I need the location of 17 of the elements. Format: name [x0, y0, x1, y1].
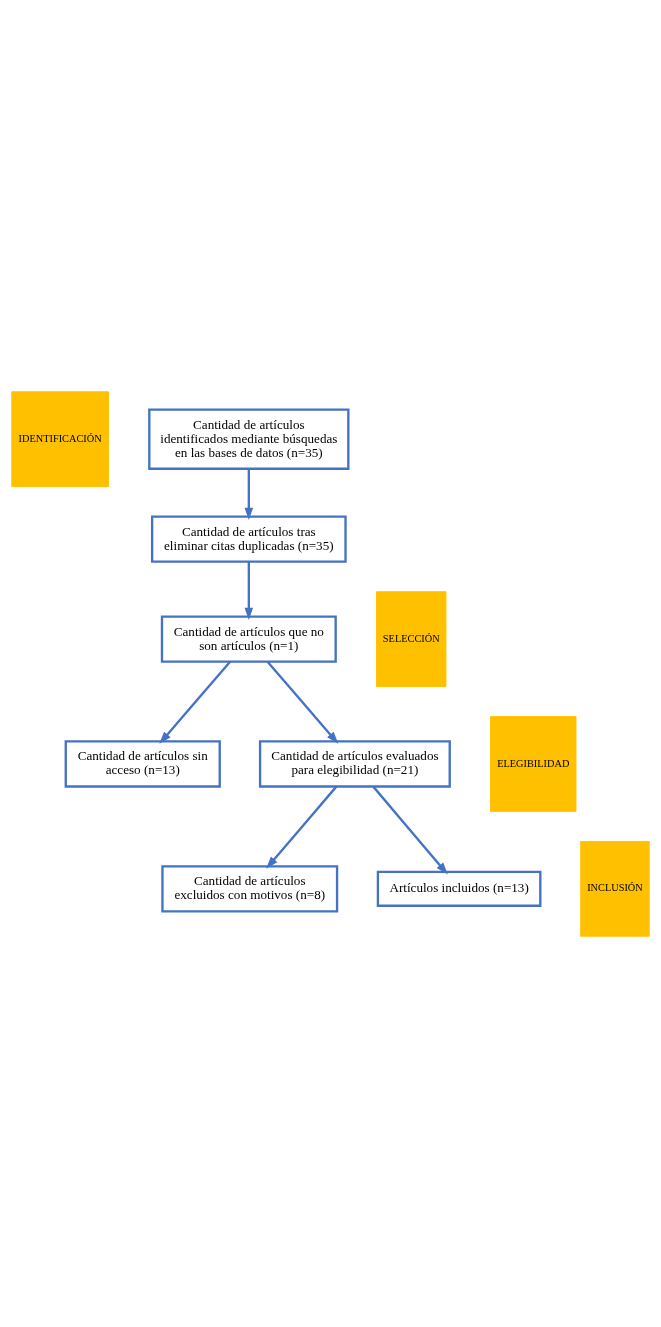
node-box: INCLUSIÓN — [580, 840, 650, 937]
node-box: IDENTIFICACIÓN — [11, 390, 109, 487]
arrow — [372, 785, 448, 875]
node-box: ELEGIBILIDAD — [490, 715, 577, 812]
node-box: SELECCIÓN — [376, 590, 447, 687]
node-box: Artículos incluidos (n=13) — [376, 870, 542, 907]
arrow — [244, 468, 254, 520]
arrow — [244, 561, 254, 620]
node-box: Cantidad de artículos tras eliminar citas duplicadas (n=35) — [150, 514, 347, 563]
node-box: Cantidad de artículos identificados mediante búsquedas en las bases de datos (n=35) — [148, 407, 350, 470]
node-box: Cantidad de artículos evaluados para elegibilidad (n=21) — [258, 739, 451, 788]
arrow — [266, 660, 339, 744]
node-box: Cantidad de artículos que no son artículos (n=1) — [160, 614, 337, 663]
node-box: Cantidad de artículos sin acceso (n=13) — [64, 739, 221, 788]
arrow — [159, 660, 231, 744]
node-box: Cantidad de artículos excluidos con motivos (n=8) — [161, 864, 339, 913]
arrow — [266, 785, 338, 869]
